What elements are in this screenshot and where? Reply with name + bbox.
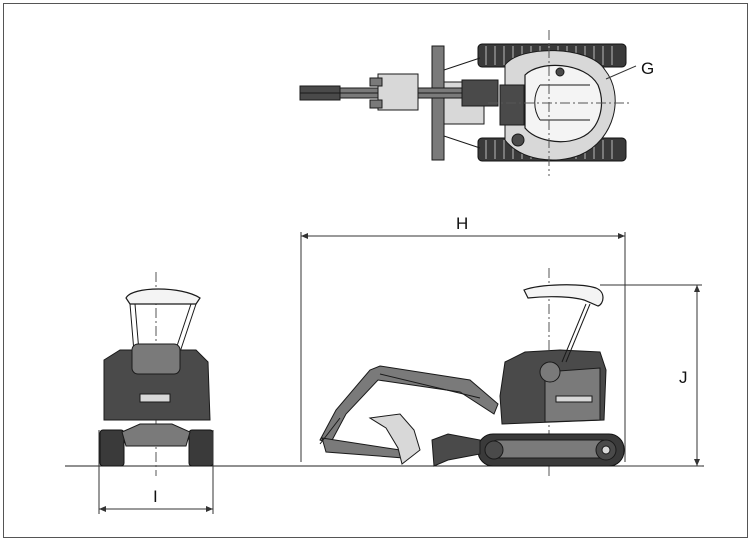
- side-canopy: [523, 284, 604, 363]
- front-track-left: [99, 429, 125, 467]
- g-leader-line: [605, 65, 637, 80]
- label-i: I: [153, 487, 158, 506]
- label-g: G: [641, 59, 654, 78]
- side-arm: [321, 437, 405, 459]
- top-view: G: [299, 30, 654, 176]
- side-dozer-blade: [431, 433, 481, 467]
- top-dozer-blade: [431, 45, 445, 161]
- front-canopy: [125, 288, 201, 305]
- front-track-right: [188, 429, 214, 467]
- diagram-border: [3, 3, 748, 538]
- label-j: J: [679, 368, 688, 387]
- side-bucket: [368, 413, 421, 465]
- side-track: [477, 433, 625, 467]
- label-h: H: [456, 214, 468, 233]
- side-upper-body: [499, 349, 607, 425]
- top-boom: [299, 73, 499, 111]
- front-body: [103, 349, 211, 421]
- side-view: H J: [300, 214, 702, 478]
- front-view: I: [98, 272, 214, 514]
